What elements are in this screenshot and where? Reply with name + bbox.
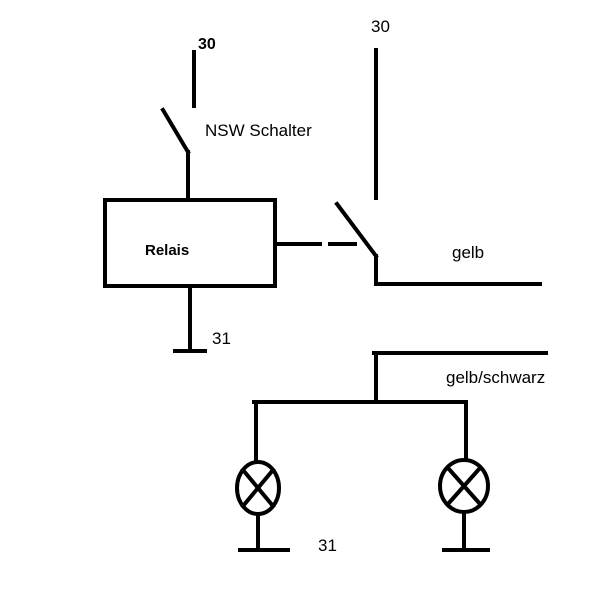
nsw-switch-label: NSW Schalter: [205, 121, 312, 140]
relay-contact-blade: [334, 201, 379, 259]
terminal-30-right-label: 30: [371, 17, 390, 36]
lamp-right-icon: [438, 458, 490, 514]
nsw-switch-blade: [160, 107, 191, 155]
terminal-30-left-label: 30: [198, 36, 216, 53]
gelb-wire-label: gelb: [452, 243, 485, 262]
relay-box: [103, 198, 277, 288]
gelb-schwarz-label: gelb/schwarz: [446, 368, 546, 387]
lamp-ground-label: 31: [318, 536, 337, 555]
relay-label: Relais: [145, 242, 190, 259]
lamp-left-icon: [235, 460, 281, 516]
relay-ground-label: 31: [212, 329, 231, 348]
